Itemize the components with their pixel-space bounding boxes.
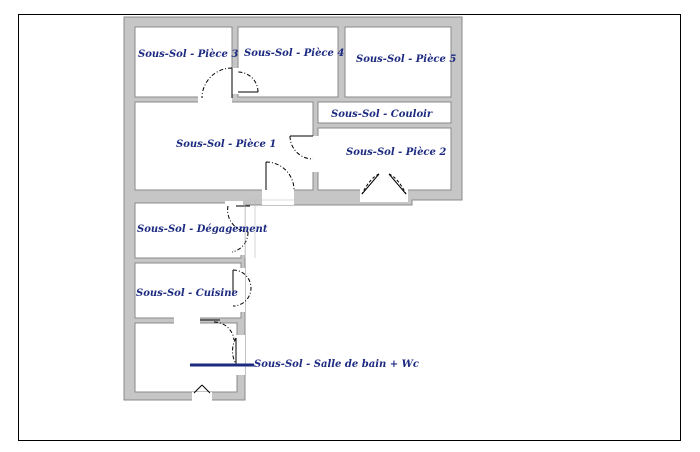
door-swings xyxy=(193,67,407,394)
room-label-piece-5: Sous-Sol - Pièce 5 xyxy=(356,54,456,65)
door-openings xyxy=(174,68,408,401)
room-label-piece-2: Sous-Sol - Pièce 2 xyxy=(346,147,446,158)
room-label-degagement: Sous-Sol - Dégagement xyxy=(137,224,268,235)
room-label-couloir: Sous-Sol - Couloir xyxy=(331,109,433,120)
room-label-piece-3: Sous-Sol - Pièce 3 xyxy=(138,49,238,60)
wall-mass xyxy=(123,16,463,401)
room-label-piece-4: Sous-Sol - Pièce 4 xyxy=(244,48,344,59)
walls xyxy=(123,16,463,401)
room-label-cuisine: Sous-Sol - Cuisine xyxy=(136,288,238,299)
page-frame xyxy=(18,14,681,441)
guide-lines xyxy=(244,199,295,258)
room-label-salle-de-bain: Sous-Sol - Salle de bain + Wc xyxy=(254,359,419,370)
room-label-piece-1: Sous-Sol - Pièce 1 xyxy=(176,139,276,150)
